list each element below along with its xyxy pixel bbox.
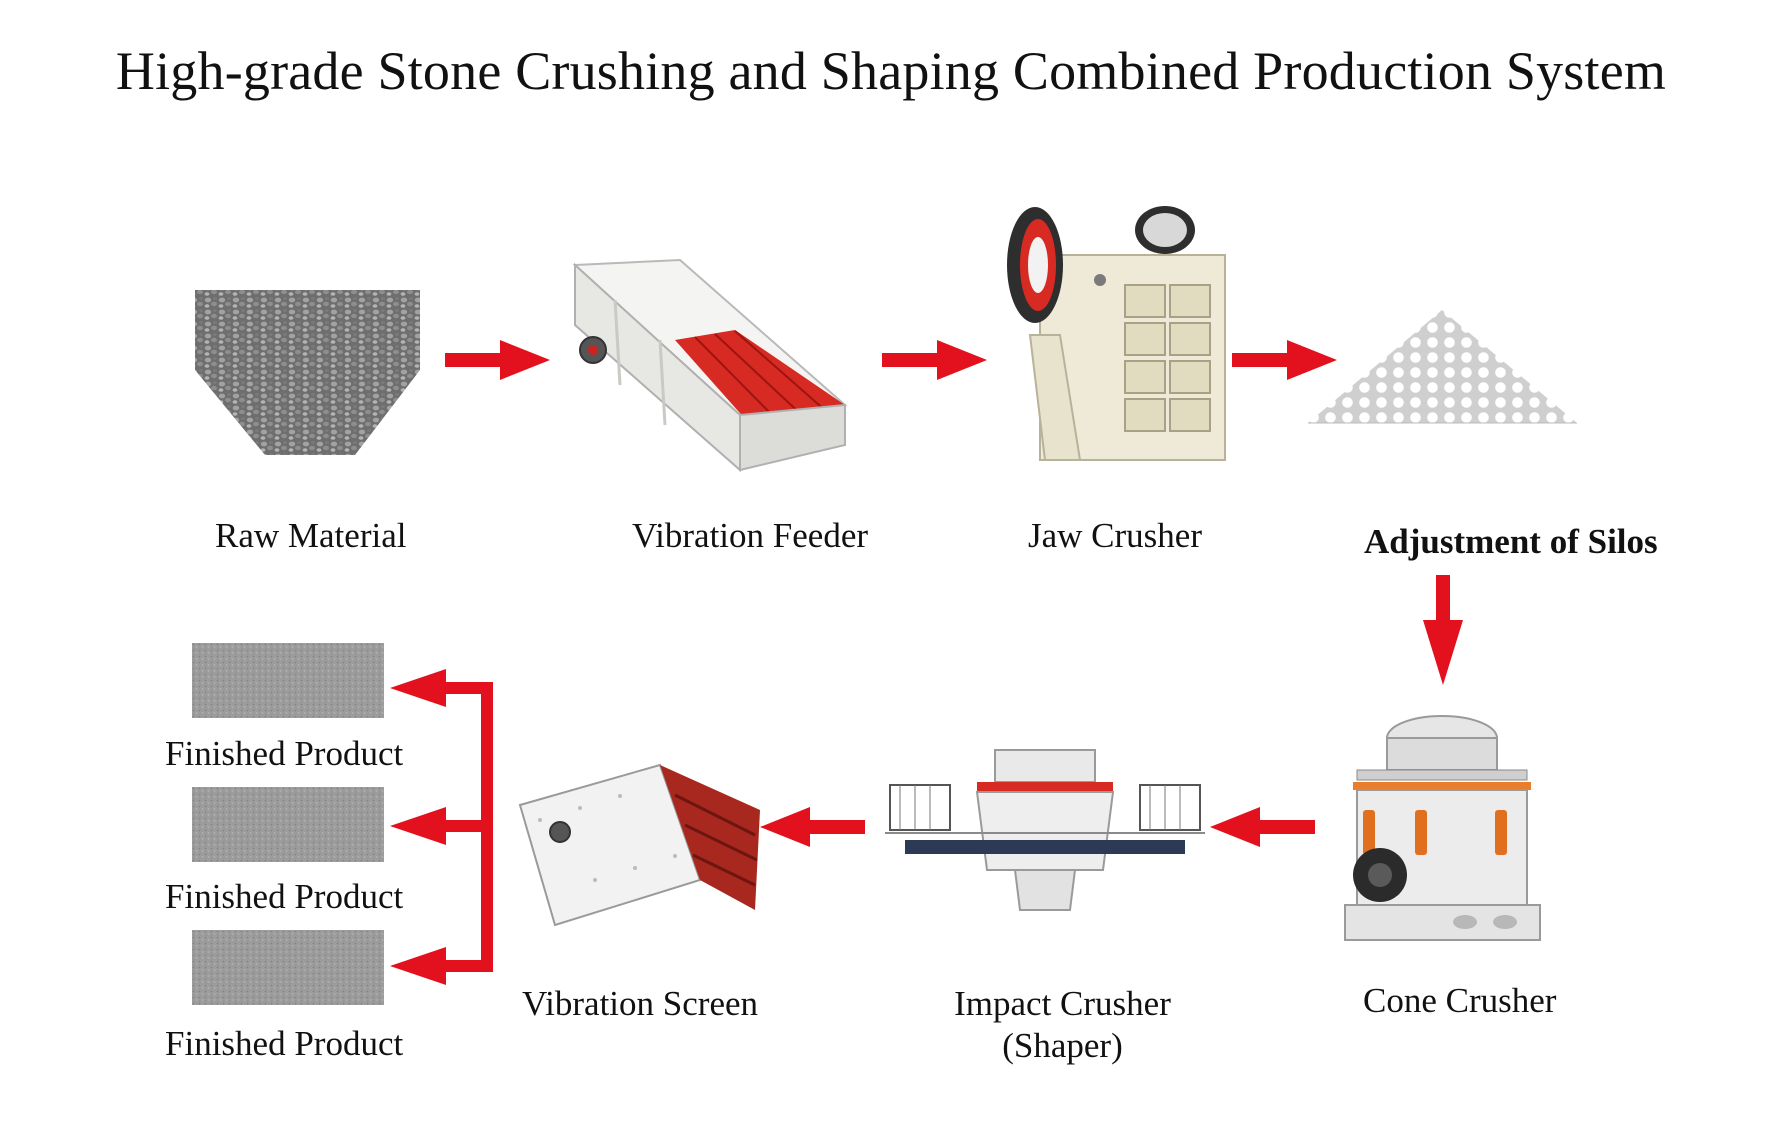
raw-material-image (195, 290, 420, 455)
finished-product-image-1 (192, 643, 384, 718)
impact-crusher-image (885, 749, 1205, 911)
label-finished-product-3: Finished Product (165, 1024, 404, 1063)
finished-product-image-3 (192, 930, 384, 1005)
label-vibration-feeder: Vibration Feeder (632, 516, 869, 555)
label-impact-crusher-line2: (Shaper) (1002, 1026, 1123, 1065)
arrow-jaw-to-silo (1232, 340, 1337, 380)
label-impact-crusher-line1: Impact Crusher (954, 984, 1171, 1023)
finished-product-image-2 (192, 787, 384, 862)
bracket-screen-to-products (390, 669, 493, 985)
arrow-cone-to-impact (1210, 807, 1315, 847)
page-title: High-grade Stone Crushing and Shaping Co… (115, 41, 1667, 101)
label-raw-material: Raw Material (215, 516, 407, 555)
arrow-raw-to-feeder (445, 340, 550, 380)
label-cone-crusher: Cone Crusher (1363, 981, 1557, 1020)
label-vibration-screen: Vibration Screen (522, 984, 759, 1023)
vibration-screen-image (518, 763, 760, 927)
silo-adjustment-image (1308, 310, 1577, 424)
label-impact-crusher: Impact Crusher (Shaper) (920, 983, 1205, 1067)
label-adjustment-of-silos: Adjustment of Silos (1364, 522, 1658, 561)
label-jaw-crusher: Jaw Crusher (1028, 516, 1202, 555)
arrow-feeder-to-jaw (882, 340, 987, 380)
jaw-crusher-image (1007, 206, 1226, 461)
cone-crusher-image (1344, 715, 1541, 941)
vibration-feeder-image (572, 258, 848, 473)
arrow-silo-to-cone (1423, 575, 1463, 685)
arrow-impact-to-screen (760, 807, 865, 847)
label-finished-product-2: Finished Product (165, 877, 404, 916)
label-finished-product-1: Finished Product (165, 734, 404, 773)
